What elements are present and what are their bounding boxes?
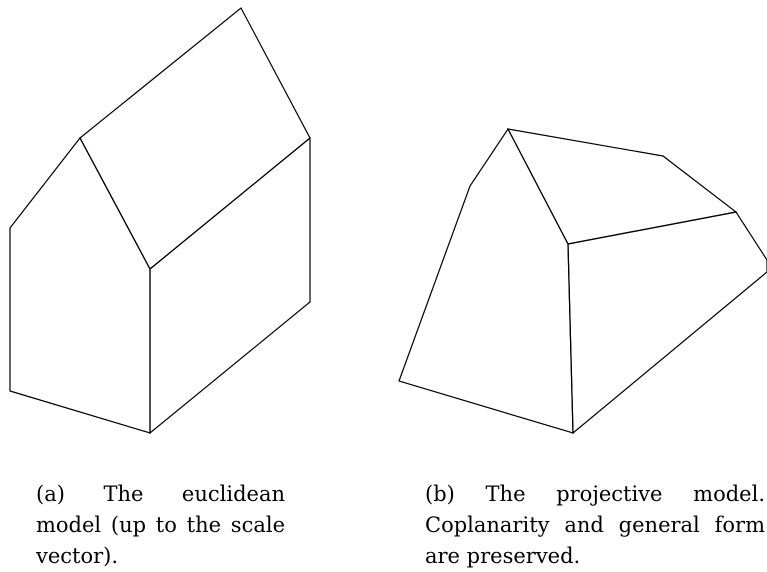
euclidean-roof-face xyxy=(79,7,311,270)
projective-front-gable-face xyxy=(398,127,574,434)
projective-house-model xyxy=(398,127,767,435)
euclidean-house-model xyxy=(9,7,311,435)
caption-a-label: (a) xyxy=(36,482,65,506)
euclidean-front-gable-face xyxy=(9,136,151,434)
caption-euclidean-model: (a) The euclidean model (up to the scale… xyxy=(36,479,285,572)
projective-roof-face xyxy=(506,128,738,245)
caption-projective-model: (b) The projective model. Coplanarity an… xyxy=(425,479,765,572)
caption-b-text: The projective model. Coplanarity and ge… xyxy=(425,482,765,568)
caption-b-label: (b) xyxy=(425,482,455,506)
caption-a-text: The euclidean model (up to the scale vec… xyxy=(36,482,285,568)
euclidean-side-wall-face xyxy=(149,136,311,435)
projective-side-wall-face xyxy=(567,211,767,435)
